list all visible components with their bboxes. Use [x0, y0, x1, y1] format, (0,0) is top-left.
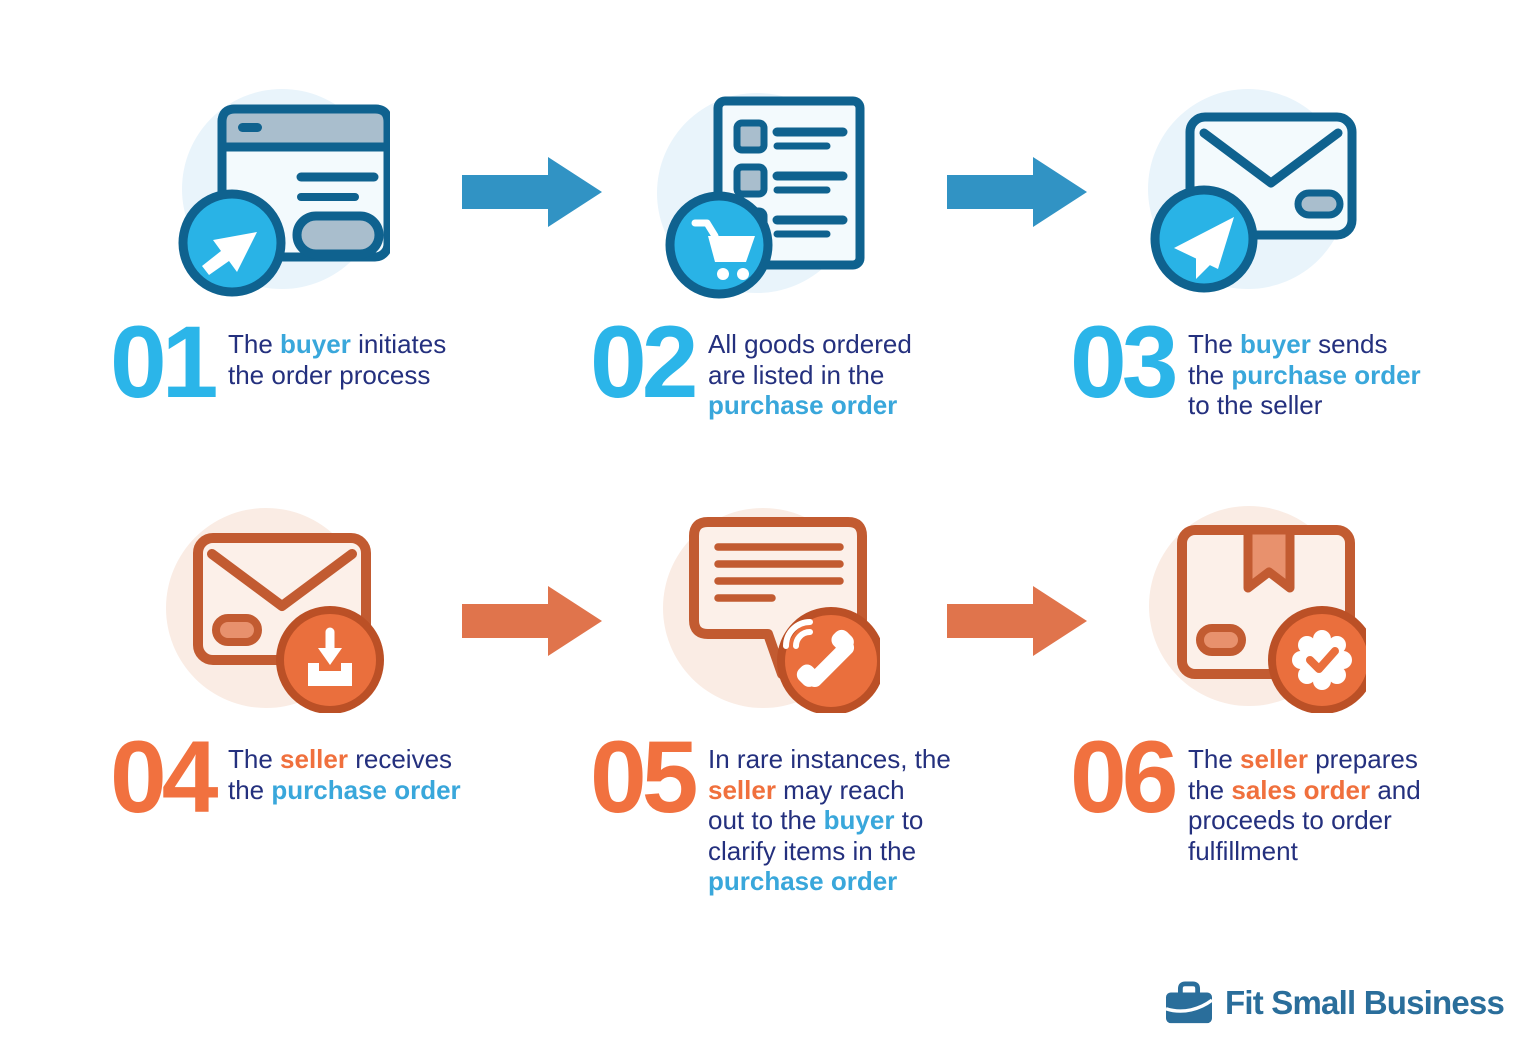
receive-email-icon	[166, 508, 384, 713]
arrow-right-icon	[947, 157, 1087, 227]
step-number: 01	[110, 305, 218, 419]
cart-glyph	[691, 219, 755, 280]
step-number: 02	[590, 305, 698, 419]
clarify-call-icon	[663, 508, 880, 713]
send-email-icon	[1148, 89, 1357, 293]
order-list-cart-icon	[657, 93, 865, 299]
seal-check-glyph	[1292, 630, 1352, 690]
download-tray-glyph	[308, 627, 352, 686]
cursor-arrow-glyph	[202, 232, 257, 275]
phone-handset-glyph	[783, 619, 855, 688]
step-number: 03	[1070, 305, 1178, 419]
package-check-icon	[1149, 506, 1366, 713]
paper-plane-glyph	[1174, 217, 1234, 279]
step-number: 06	[1070, 720, 1178, 834]
step-number: 04	[110, 720, 218, 834]
fit-small-business-logo: Fit Small Business	[1164, 980, 1505, 1026]
step-number: 05	[590, 720, 698, 834]
arrow-right-icon	[462, 586, 602, 656]
arrow-right-icon	[462, 157, 602, 227]
browser-cursor-icon	[178, 89, 390, 297]
logo-text: Fit Small Business	[1225, 984, 1505, 1021]
arrow-right-icon	[947, 586, 1087, 656]
briefcase-icon	[1165, 981, 1214, 1024]
